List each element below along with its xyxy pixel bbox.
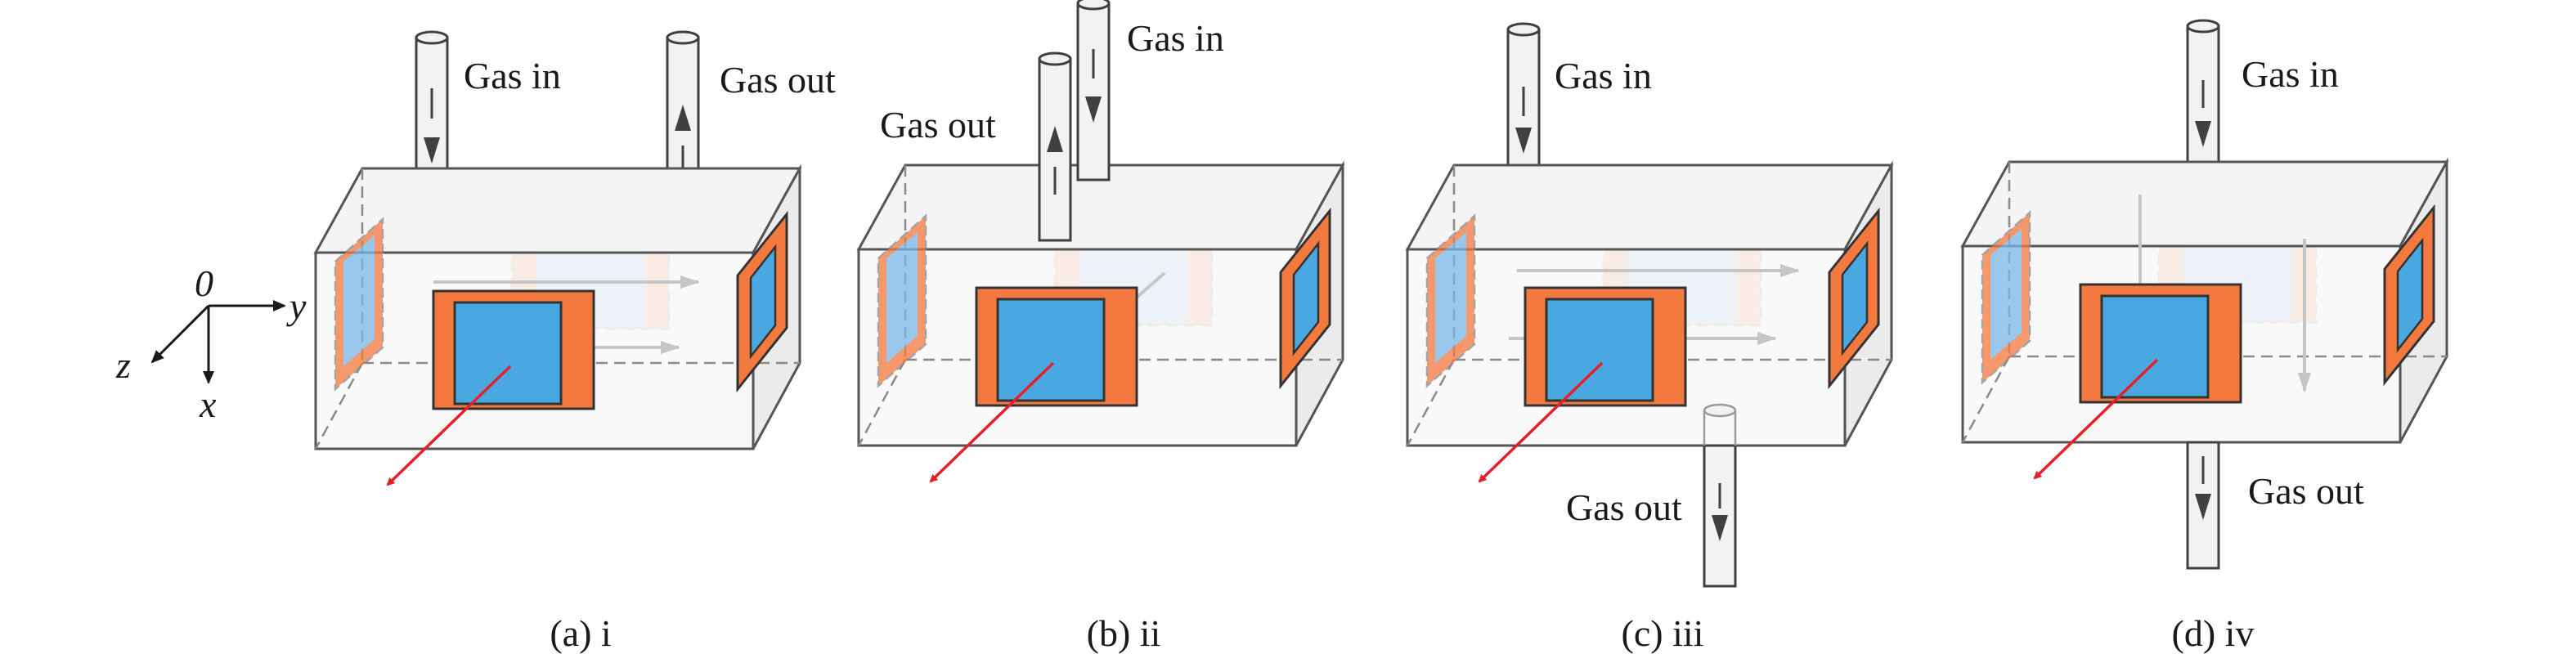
panel-caption: (c) iii bbox=[1622, 612, 1704, 654]
right-window bbox=[1828, 207, 1880, 390]
left-window bbox=[334, 217, 384, 392]
right-window bbox=[1279, 207, 1331, 390]
axis-z-line bbox=[150, 304, 210, 364]
front-window bbox=[1524, 286, 1687, 407]
axis-x-label: x bbox=[199, 383, 217, 425]
left-window bbox=[1425, 213, 1476, 388]
laser-beam bbox=[1478, 361, 1604, 483]
axis-y-label: y bbox=[286, 285, 307, 327]
panel-caption: (a) i bbox=[550, 612, 611, 654]
right-window bbox=[2383, 204, 2435, 387]
panel-caption: (b) ii bbox=[1087, 612, 1161, 654]
front-window bbox=[2079, 283, 2242, 404]
gas-out-label: Gas out bbox=[2248, 470, 2364, 512]
panel-d: Gas in Gas out (d) iv bbox=[1960, 19, 2449, 654]
gas-in-label: Gas in bbox=[1127, 17, 1224, 59]
laser-beam bbox=[386, 365, 512, 486]
panel-b: Gas in Gas out (b) ii bbox=[856, 0, 1345, 654]
gas-in-label: Gas in bbox=[1555, 55, 1652, 96]
left-window bbox=[877, 213, 927, 388]
panel-c: Gas in Gas out (c) iii bbox=[1405, 22, 1894, 654]
right-window bbox=[736, 210, 788, 393]
axes: 0 y z x bbox=[115, 262, 307, 425]
gas-out-tube bbox=[2186, 441, 2220, 570]
gas-out-tube bbox=[1038, 52, 1072, 242]
axis-z-label: z bbox=[115, 344, 131, 386]
laser-beam bbox=[2033, 358, 2159, 480]
gas-in-tube bbox=[1076, 0, 1111, 181]
front-window bbox=[975, 286, 1138, 407]
gas-out-label: Gas out bbox=[1566, 486, 1682, 528]
gas-out-label: Gas out bbox=[880, 104, 996, 146]
gas-out-tube bbox=[1703, 403, 1737, 588]
gas-in-label: Gas in bbox=[2242, 53, 2339, 95]
panel-a: Gas in Gas out (a) i bbox=[313, 30, 836, 654]
gas-out-label: Gas out bbox=[720, 59, 836, 101]
panel-caption: (d) iv bbox=[2172, 612, 2255, 654]
gas-in-label: Gas in bbox=[464, 55, 561, 96]
front-window bbox=[432, 289, 595, 410]
laser-beam bbox=[929, 361, 1055, 483]
axis-origin-label: 0 bbox=[195, 262, 213, 304]
left-window bbox=[1981, 210, 2031, 385]
